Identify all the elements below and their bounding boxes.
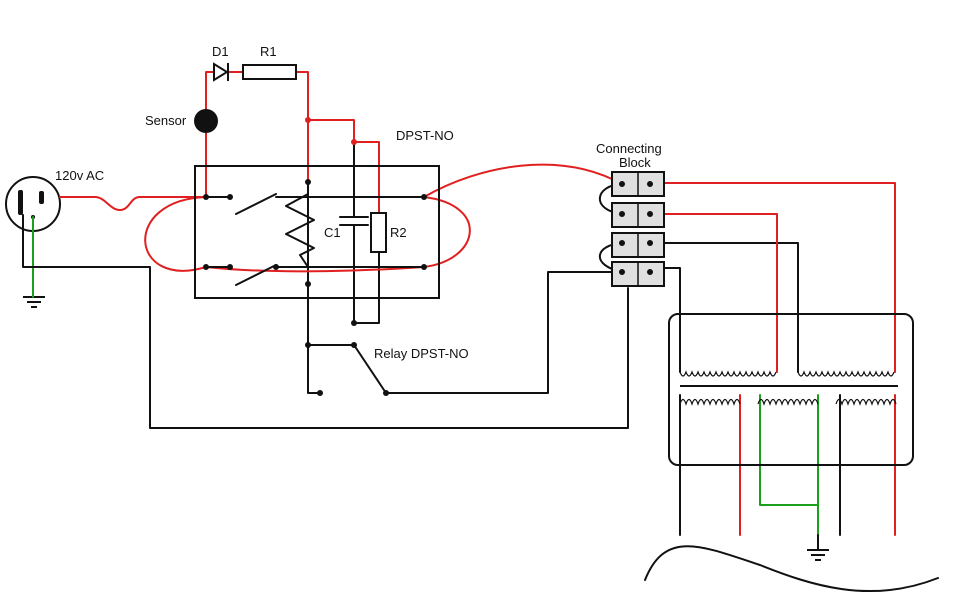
relay-output-wire xyxy=(385,271,623,394)
secondary-winding-1 xyxy=(679,398,741,406)
resistor-r1 xyxy=(242,64,297,80)
secondary-winding-3 xyxy=(835,398,897,406)
capacitor-c1 xyxy=(339,216,369,226)
label-c1: C1 xyxy=(324,225,341,240)
label-block: Block xyxy=(619,155,651,170)
label-connecting: Connecting xyxy=(596,141,662,156)
label-r1: R1 xyxy=(260,44,277,59)
label-ac: 120v AC xyxy=(55,168,104,183)
relay-coil xyxy=(285,181,315,268)
ground-symbol-right xyxy=(807,549,829,561)
label-dpst: DPST-NO xyxy=(396,128,454,143)
primary-winding-left xyxy=(679,370,777,377)
d1-r1-wire xyxy=(205,71,309,183)
ground-symbol-left xyxy=(23,296,45,308)
label-relay: Relay DPST-NO xyxy=(374,346,469,361)
relay-box xyxy=(194,165,440,299)
secondary-winding-2 xyxy=(757,398,819,406)
transformer-box xyxy=(668,313,914,466)
cable-break-line xyxy=(644,545,939,593)
label-d1: D1 xyxy=(212,44,229,59)
resistor-r2 xyxy=(370,212,387,253)
hot-to-block-wire xyxy=(423,163,623,198)
sensor-symbol xyxy=(194,109,218,133)
hot-wire-input xyxy=(59,196,207,211)
label-sensor: Sensor xyxy=(145,113,187,128)
primary-winding-right xyxy=(797,370,895,377)
wall-outlet xyxy=(5,176,61,232)
diode-d1 xyxy=(213,62,229,82)
label-r2: R2 xyxy=(390,225,407,240)
neutral-wire xyxy=(22,214,629,429)
connecting-block xyxy=(611,171,665,287)
